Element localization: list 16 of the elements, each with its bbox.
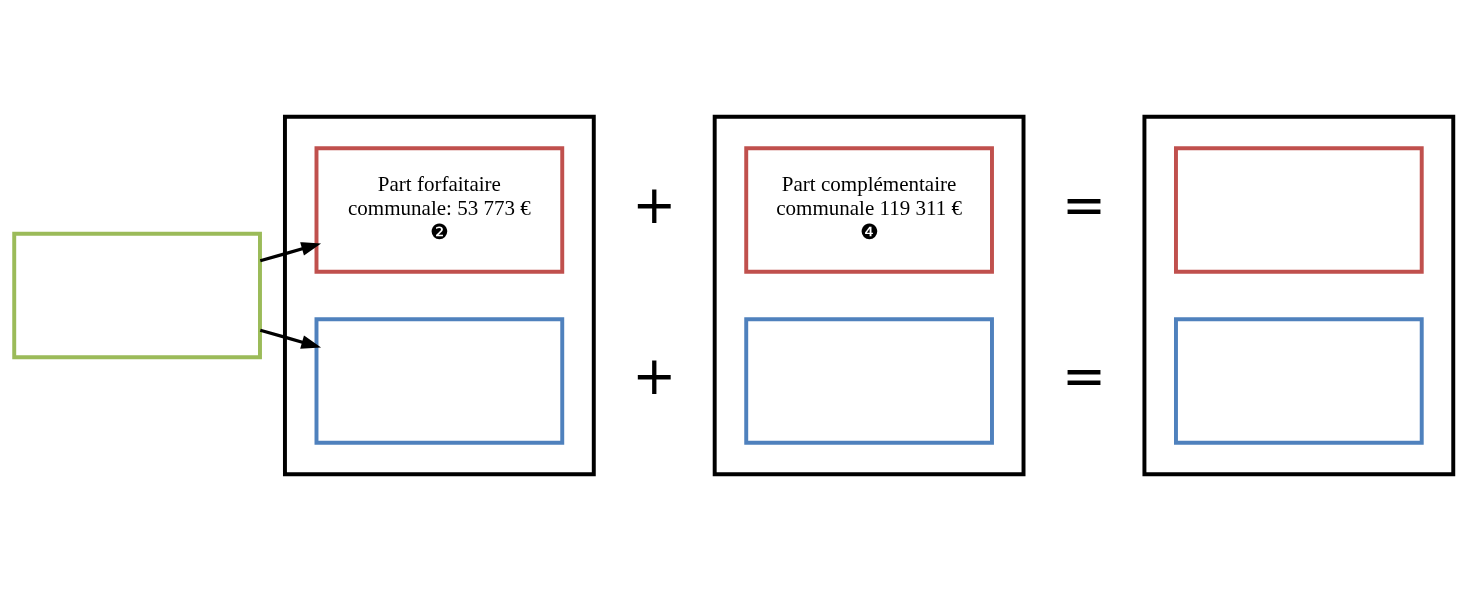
- cluster: [712, 114, 1026, 477]
- label: =: [1061, 345, 1106, 407]
- label: +: [632, 345, 677, 407]
- label: =: [1061, 174, 1106, 236]
- cluster: [1142, 114, 1456, 477]
- node-box: [1174, 146, 1424, 274]
- node-box: [1174, 317, 1424, 445]
- node-box: [744, 317, 994, 445]
- cluster: [282, 114, 596, 477]
- arrow: [259, 328, 322, 349]
- node-box: [314, 317, 565, 445]
- node-box: Part complémentaire communale 119 311 € ❹: [744, 146, 994, 274]
- node-box: Part forfaitaire communale: 53 773 € ❷: [314, 146, 565, 274]
- arrow: [259, 242, 322, 263]
- label: +: [632, 174, 677, 236]
- node-box: [12, 231, 262, 360]
